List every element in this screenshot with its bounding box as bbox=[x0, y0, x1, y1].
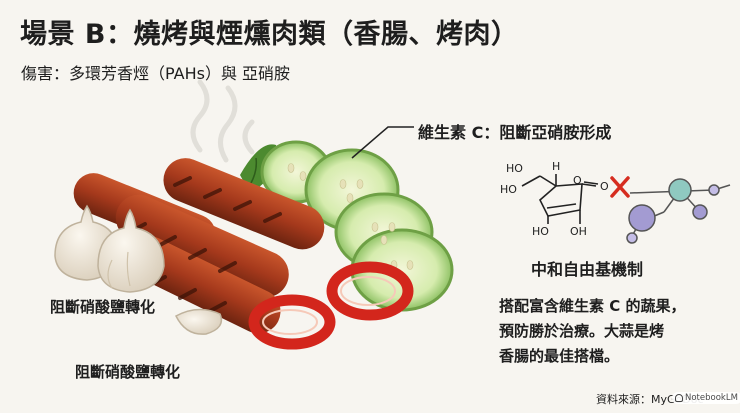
vitamin-c-structure-icon bbox=[521, 174, 599, 224]
page-subtitle: 傷害：多環芳香烴（PAHs）與 亞硝胺 bbox=[21, 64, 291, 83]
garlic-block-label-1: 阻斷硝酸鹽轉化 bbox=[50, 298, 156, 316]
chem-labels: HO H HO O O HO OH bbox=[500, 160, 609, 238]
description: 搭配富含維生素 C 的蔬果， 預防勝於治療。大蒜是烤 香腸的最佳搭檔。 bbox=[499, 294, 729, 369]
chem-oh-bottom: OH bbox=[570, 225, 587, 238]
description-line: 搭配富含維生素 C 的蔬果， bbox=[499, 297, 686, 315]
free-radical-molecule-icon bbox=[626, 178, 731, 244]
page-title: 場景 B：燒烤與煙燻肉類（香腸、烤肉） bbox=[20, 19, 519, 50]
notebooklm-icon bbox=[675, 394, 683, 402]
label-leader-line bbox=[351, 126, 414, 159]
red-pepper-rings-icon bbox=[248, 261, 414, 350]
watermark-badge: NotebookLM bbox=[672, 392, 740, 404]
vitamin-c-label: 維生素 C：阻斷亞硝胺形成 bbox=[418, 123, 612, 142]
chem-ho-left: HO bbox=[500, 183, 517, 196]
chem-h: H bbox=[552, 160, 560, 173]
watermark-text: NotebookLM bbox=[685, 393, 738, 403]
chem-ho-top: HO bbox=[506, 162, 523, 175]
chem-o-carbonyl: O bbox=[600, 180, 609, 193]
description-line: 香腸的最佳搭檔。 bbox=[499, 347, 620, 365]
neutralize-label: 中和自由基機制 bbox=[531, 260, 644, 279]
chem-o-ring: O bbox=[573, 174, 582, 187]
garlic-icon bbox=[54, 204, 223, 335]
chem-ho-bottom: HO bbox=[532, 225, 549, 238]
red-cross-icon bbox=[610, 176, 630, 198]
steam-icon bbox=[190, 79, 255, 163]
garlic-block-label-2: 阻斷硝酸鹽轉化 bbox=[75, 363, 181, 381]
description-line: 預防勝於治療。大蒜是烤 bbox=[499, 322, 665, 340]
grilled-sausages-icon bbox=[73, 158, 325, 334]
